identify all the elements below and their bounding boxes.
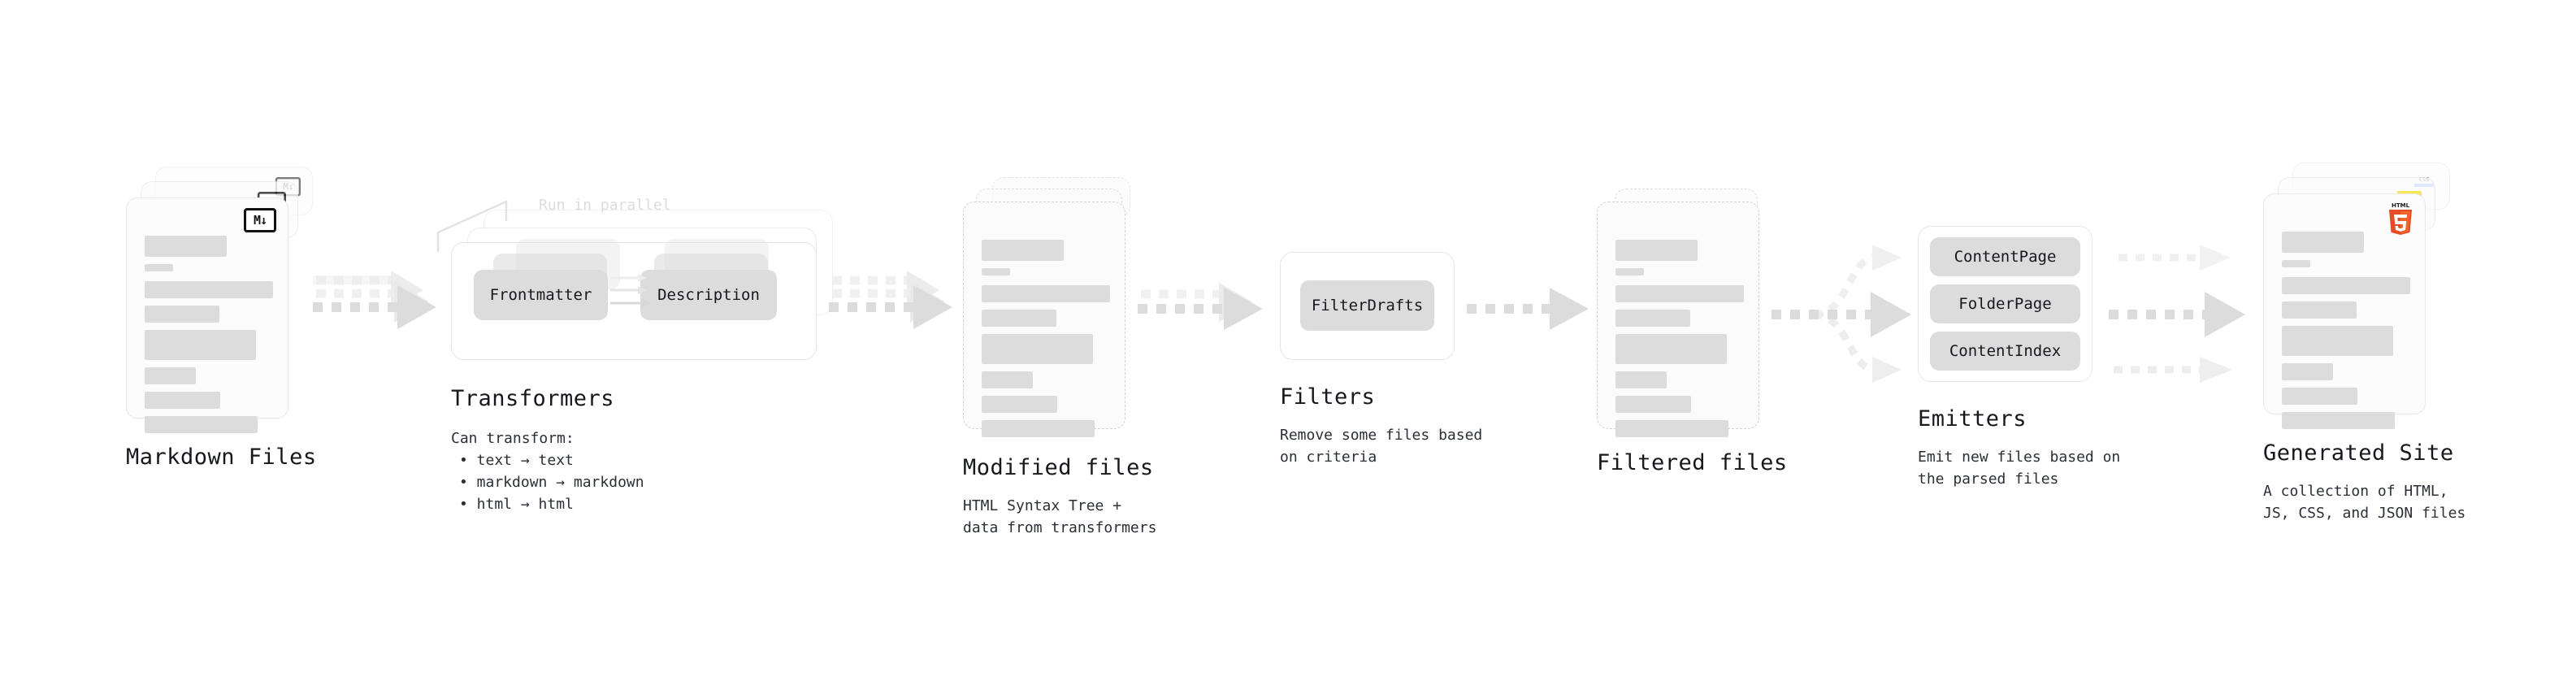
stage-filters: FilterDrafts Filters Remove some files b… <box>1280 252 1482 468</box>
html5-glyph: HTML <box>2389 202 2412 235</box>
stage-generated-site: CSS HTML <box>2263 163 2465 524</box>
card-content-lines <box>2282 232 2410 429</box>
transformer-pill-description[interactable]: Description <box>640 270 777 320</box>
emitter-pill-contentpage[interactable]: ContentPage <box>1930 237 2080 276</box>
emitter-pill-folderpage[interactable]: FolderPage <box>1930 284 2080 323</box>
filters-subtitle: Remove some files based on criteria <box>1280 427 1483 466</box>
transformers-bullet-2: • html → html <box>459 496 574 513</box>
transformers-subtitle: Can transform: <box>451 430 575 447</box>
connector-filtered-to-emitters <box>1772 245 1911 383</box>
connector-modified-to-filters <box>1138 283 1263 330</box>
connector-emitters-to-generated <box>2109 245 2245 383</box>
card-content-lines <box>1615 240 1744 437</box>
transformers-bullets: • text → text • markdown → markdown • ht… <box>459 449 833 515</box>
svg-text:HTML: HTML <box>2392 202 2410 209</box>
card-content-lines <box>982 240 1110 437</box>
filtered-card-front <box>1597 202 1759 437</box>
filtered-title: Filtered files <box>1597 450 1788 475</box>
connector-markdown-to-transformers <box>313 271 436 329</box>
emitter-pill-contentindex[interactable]: ContentIndex <box>1930 332 2080 371</box>
stage-emitters: ContentPage FolderPage ContentIndex Emit… <box>1918 226 2120 490</box>
connector-filters-to-filtered <box>1467 288 1589 330</box>
stage-transformers: Frontmatter Description <box>436 197 833 515</box>
generated-title: Generated Site <box>2263 440 2454 466</box>
transformers-title: Transformers <box>451 386 615 411</box>
generated-card-front: HTML <box>2263 193 2426 429</box>
stage-markdown-files: M↓ M↓ M↓ Markdown Files <box>126 167 317 470</box>
transformers-bullet-0: • text → text <box>459 452 574 469</box>
emitters-title: Emitters <box>1918 406 2027 432</box>
transformer-pill-frontmatter[interactable]: Frontmatter <box>474 270 608 320</box>
markdown-card-stack: M↓ M↓ M↓ <box>126 167 313 433</box>
modified-card-stack <box>963 177 1138 437</box>
modified-title: Modified files <box>963 455 1154 480</box>
stage-filtered-files: Filtered files <box>1597 189 1788 475</box>
connector-transformers-to-modified <box>829 271 952 329</box>
markdown-card-front: M↓ <box>126 197 288 433</box>
modified-card-front <box>963 202 1125 437</box>
transformers-bullet-1: • markdown → markdown <box>459 474 644 491</box>
emitters-group: ContentPage FolderPage ContentIndex <box>1918 226 2092 388</box>
transformers-group-stack: Frontmatter Description <box>436 200 833 360</box>
card-content-lines <box>145 236 273 433</box>
generated-card-stack: CSS HTML <box>2263 163 2450 429</box>
run-in-parallel-label: Run in parallel <box>539 197 671 214</box>
markdown-icon: M↓ <box>244 208 276 232</box>
generated-subtitle: A collection of HTML, JS, CSS, and JSON … <box>2263 483 2466 522</box>
filters-title: Filters <box>1280 384 1376 410</box>
filters-group: FilterDrafts <box>1280 252 1455 362</box>
html5-icon: HTML <box>2386 201 2415 238</box>
filter-pill-filterdrafts[interactable]: FilterDrafts <box>1300 280 1434 331</box>
emitters-subtitle: Emit new files based on the parsed files <box>1918 449 2121 488</box>
markdown-title: Markdown Files <box>126 445 317 470</box>
modified-subtitle: HTML Syntax Tree + data from transformer… <box>963 497 1157 536</box>
stage-modified-files: Modified files HTML Syntax Tree + data f… <box>963 177 1156 539</box>
filtered-card-stack <box>1597 189 1772 437</box>
